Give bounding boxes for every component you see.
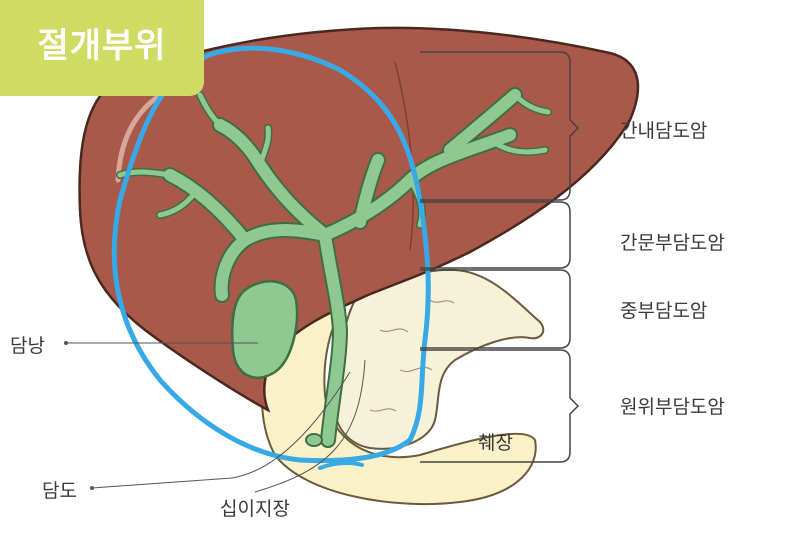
incision-tail xyxy=(318,461,364,470)
label-distal: 원위부담도암 xyxy=(620,396,725,418)
liver-highlight xyxy=(115,89,168,183)
label-bile-duct: 담도 xyxy=(42,480,77,502)
label-intrahepatic: 간내담도암 xyxy=(620,120,708,142)
label-middle: 중부담도암 xyxy=(620,300,708,322)
incision-outline xyxy=(111,45,431,464)
leader-dot-bile-duct xyxy=(90,486,94,490)
gallbladder xyxy=(230,280,299,379)
label-duodenum: 십이지장 xyxy=(220,498,290,520)
incision-site-tag: 절개부위 xyxy=(0,0,204,96)
duct-ampulla xyxy=(305,433,323,447)
bile-duct-tree-fill xyxy=(117,89,551,446)
region-brackets xyxy=(420,51,580,463)
label-hilar: 간문부담도암 xyxy=(620,232,725,254)
leader-lines xyxy=(66,342,366,493)
label-gallbladder: 담낭 xyxy=(10,335,45,357)
label-pancreas: 췌장 xyxy=(478,432,513,454)
pancreas-texture xyxy=(369,299,455,412)
leader-dot-gallbladder xyxy=(64,341,68,345)
incision-site-label: 절개부위 xyxy=(37,26,167,66)
